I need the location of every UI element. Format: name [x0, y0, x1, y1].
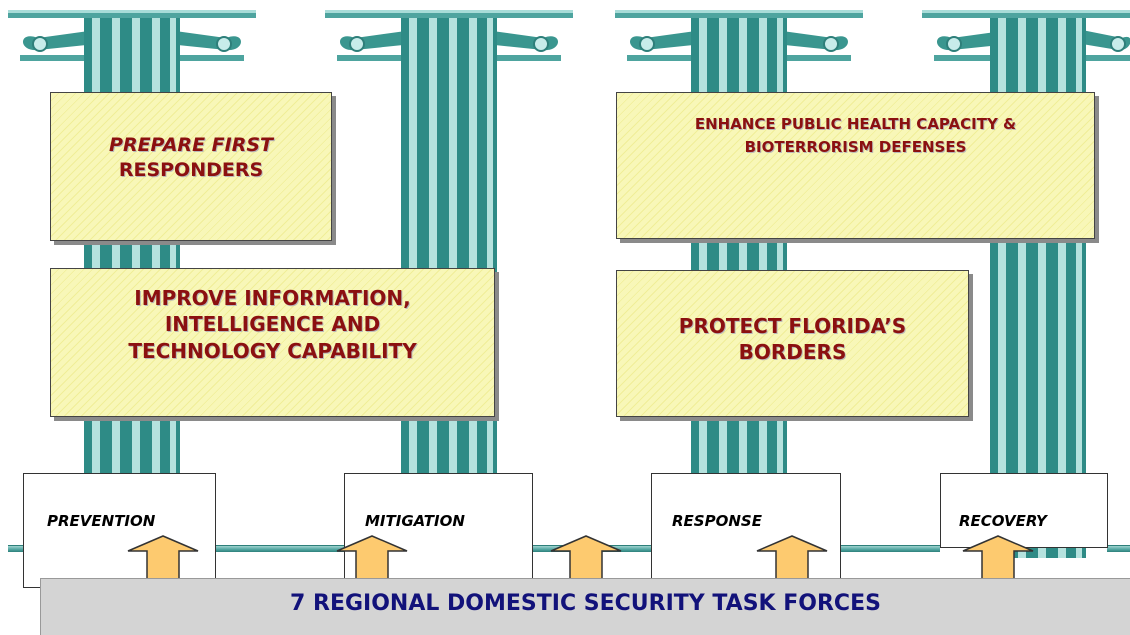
- goal-public-health: ENHANCE PUBLIC HEALTH CAPACITY & BIOTERR…: [616, 92, 1095, 239]
- goal-prepare-first-responders: PREPARE FIRST RESPONDERS: [50, 92, 332, 241]
- foundation-label: 7 REGIONAL DOMESTIC SECURITY TASK FORCES: [290, 591, 881, 616]
- base-rail: [1107, 545, 1130, 552]
- phase-mitigation-label: MITIGATION: [365, 512, 465, 530]
- goal-information-technology: IMPROVE INFORMATION, INTELLIGENCE AND TE…: [50, 268, 495, 417]
- phase-recovery: RECOVERY: [940, 473, 1108, 548]
- up-arrow-icon: [550, 535, 622, 580]
- up-arrow-icon: [756, 535, 828, 580]
- foundation-bar: 7 REGIONAL DOMESTIC SECURITY TASK FORCES: [40, 578, 1130, 635]
- base-rail: [840, 545, 940, 552]
- phase-recovery-label: RECOVERY: [959, 512, 1047, 530]
- goal-info-line3: TECHNOLOGY CAPABILITY: [128, 338, 417, 363]
- base-rail: [215, 545, 345, 552]
- phase-prevention-label: PREVENTION: [47, 512, 156, 530]
- goal-public-health-line1: ENHANCE PUBLIC HEALTH CAPACITY &: [694, 115, 1017, 133]
- up-arrow-icon: [127, 535, 199, 580]
- phase-prevention: PREVENTION: [23, 473, 216, 588]
- phase-response: RESPONSE: [651, 473, 841, 588]
- goal-prepare-first-label: PREPARE FIRST: [109, 134, 273, 156]
- goal-protect-borders: PROTECT FLORIDA’S BORDERS: [616, 270, 969, 417]
- up-arrow-icon: [336, 535, 408, 580]
- phase-response-label: RESPONSE: [672, 512, 762, 530]
- goal-info-line2: INTELLIGENCE AND: [164, 312, 381, 337]
- up-arrow-icon: [962, 535, 1034, 580]
- goal-info-line1: IMPROVE INFORMATION,: [134, 286, 411, 310]
- goal-responders-label: RESPONDERS: [118, 159, 264, 182]
- goal-public-health-line2: BIOTERRORISM DEFENSES: [744, 137, 967, 156]
- goal-borders-line1: PROTECT FLORIDA’S: [678, 314, 907, 338]
- goal-borders-line2: BORDERS: [738, 340, 847, 365]
- base-rail: [8, 545, 23, 552]
